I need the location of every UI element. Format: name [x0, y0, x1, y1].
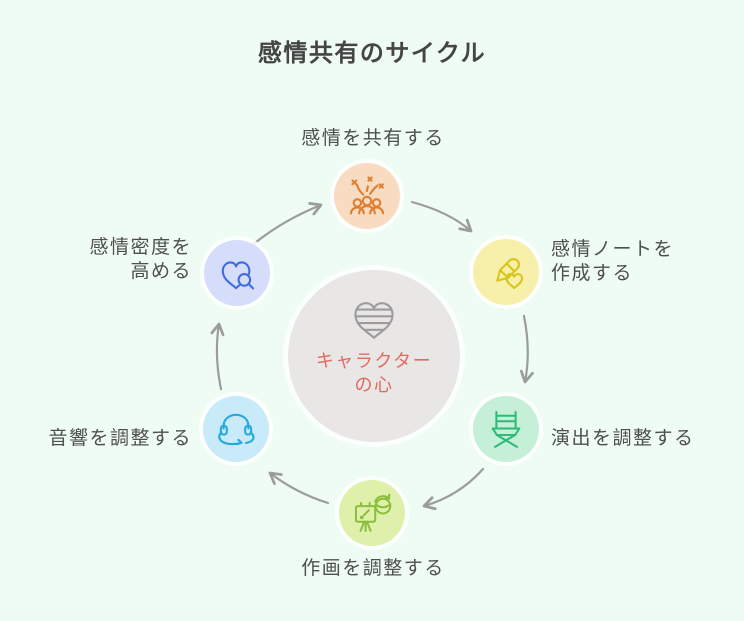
label-create-emotion-note: 感情ノートを 作成する: [551, 238, 675, 285]
node-adjust-drawing: [339, 480, 405, 546]
node-adjust-direction: [473, 396, 539, 462]
arrow-left-bottom-to-left-top: [210, 322, 225, 391]
label-adjust-direction: 演出を調整する: [551, 427, 695, 449]
headphones-loop-icon: [218, 413, 255, 446]
celebration-people-icon: [349, 176, 385, 215]
page-title: 感情共有のサイクル: [257, 39, 487, 67]
node-create-emotion-note: [473, 239, 539, 305]
node-increase-emotion-density: [204, 240, 270, 306]
arrow-right-bottom-to-bottom: [422, 467, 485, 511]
pencil-heart-icon: [496, 258, 524, 290]
center-label: キャラクター の心: [315, 351, 433, 396]
center-node: キャラクター の心: [288, 270, 460, 442]
arrow-left-top-to-top: [248, 202, 323, 249]
label-share-emotion: 感情を共有する: [301, 127, 445, 149]
heart-magnifier-icon: [221, 261, 255, 290]
label-adjust-sound: 音響を調整する: [48, 427, 192, 449]
director-chair-icon: [491, 411, 521, 448]
striped-heart-icon: [354, 302, 394, 340]
easel-refresh-icon: [354, 493, 392, 532]
arrow-right-top-to-right-bottom: [519, 314, 534, 384]
label-adjust-drawing: 作画を調整する: [301, 557, 445, 579]
arrow-top-to-right-top: [410, 200, 473, 233]
arrow-bottom-to-left-bottom: [268, 471, 330, 505]
node-adjust-sound: [203, 396, 269, 462]
label-increase-emotion-density: 感情密度を 高める: [89, 236, 192, 283]
node-share-emotion: [334, 163, 400, 229]
